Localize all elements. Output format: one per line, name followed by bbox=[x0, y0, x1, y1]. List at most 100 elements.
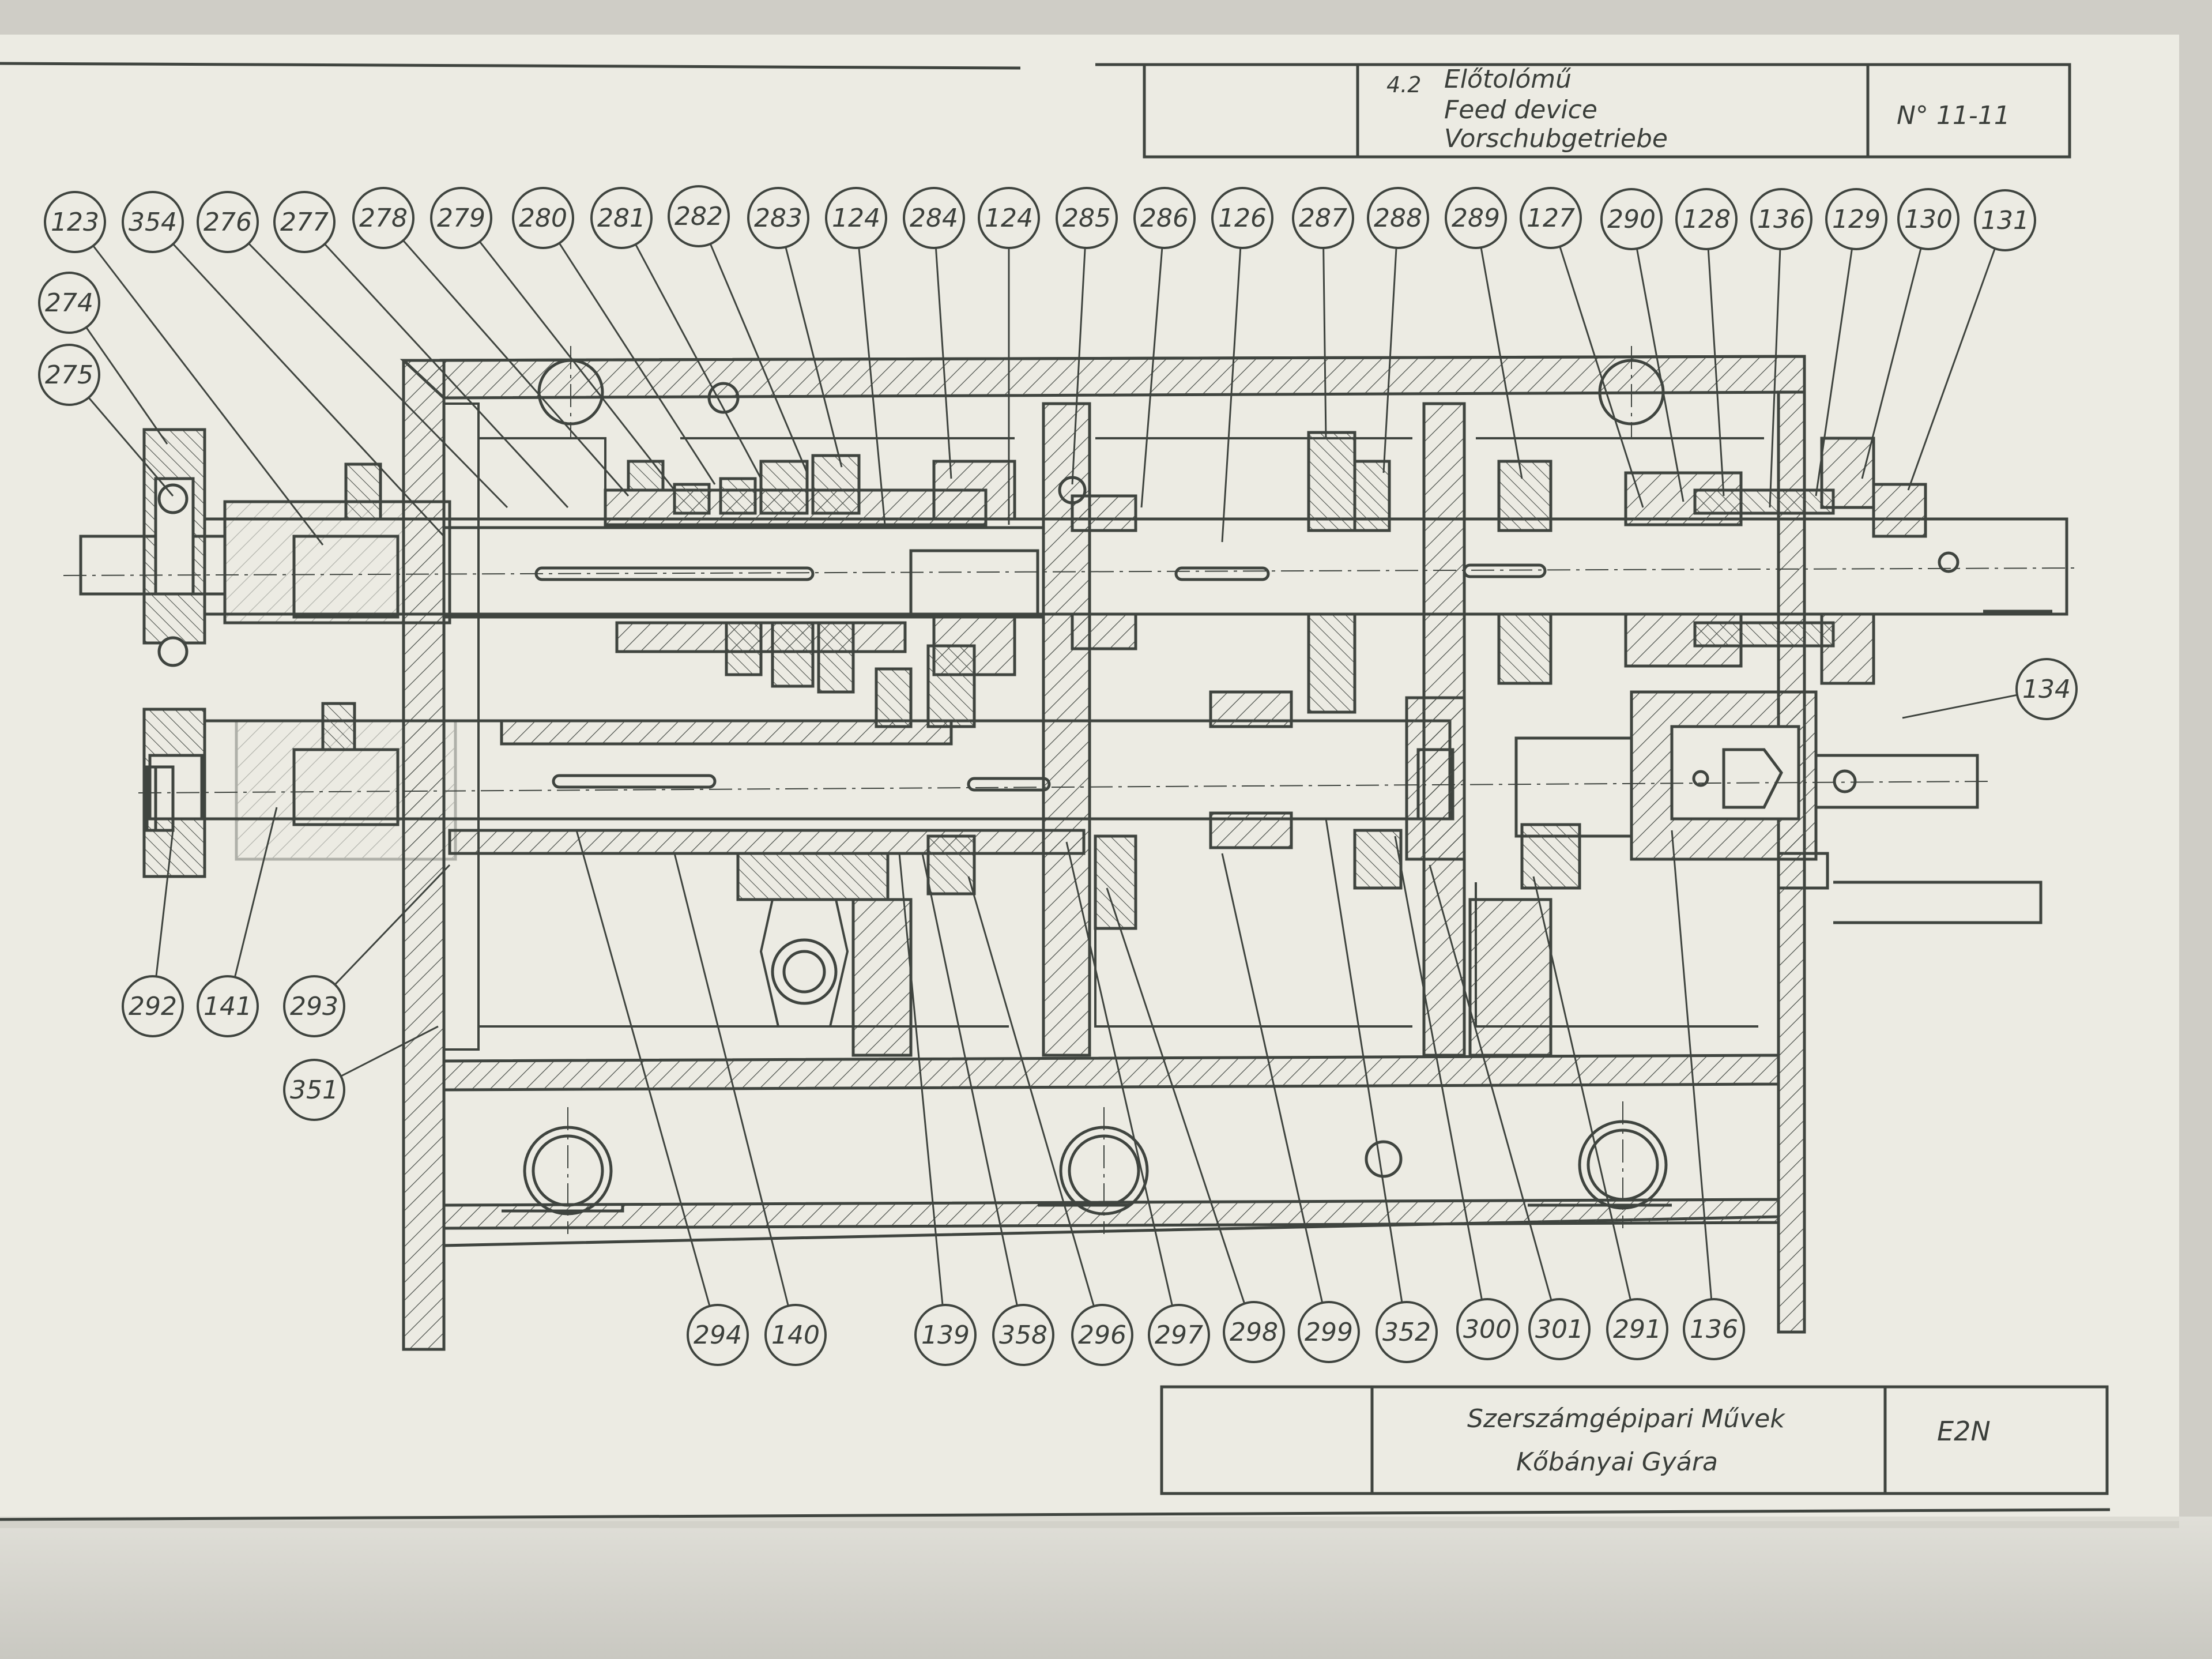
balloon-circle-292 bbox=[122, 975, 184, 1037]
balloon-circle-354 bbox=[122, 191, 184, 253]
balloon-label-124: 124 bbox=[832, 204, 880, 233]
balloon-label-283: 283 bbox=[754, 204, 802, 233]
balloon-leader-283 bbox=[785, 247, 843, 468]
balloon-leader-140 bbox=[673, 853, 789, 1306]
balloon-circle-289 bbox=[1445, 187, 1507, 249]
balloon-leader-297 bbox=[1065, 841, 1173, 1306]
balloon-label-139: 139 bbox=[921, 1321, 970, 1350]
balloon-label-127: 127 bbox=[1527, 204, 1575, 233]
balloon-label-126: 126 bbox=[1218, 204, 1267, 233]
balloon-leader-131 bbox=[1907, 248, 1996, 491]
title-hungarian: Előtolómű bbox=[1444, 65, 1572, 94]
balloon-circle-291 bbox=[1606, 1298, 1668, 1360]
balloon-label-290: 290 bbox=[1607, 205, 1656, 234]
balloon-circle-287 bbox=[1292, 187, 1354, 249]
balloon-label-124: 124 bbox=[985, 204, 1033, 233]
balloon-circle-274 bbox=[38, 272, 100, 334]
balloon-leader-285 bbox=[1071, 247, 1086, 485]
balloon-label-297: 297 bbox=[1155, 1321, 1203, 1350]
balloon-circle-282 bbox=[668, 185, 730, 247]
balloon-leader-291 bbox=[1532, 876, 1631, 1300]
title-block-footer bbox=[0, 1385, 2111, 1521]
balloon-circle-279 bbox=[430, 187, 492, 249]
balloon-leader-124 bbox=[858, 247, 886, 525]
balloon-label-301: 301 bbox=[1535, 1315, 1584, 1344]
balloon-label-298: 298 bbox=[1230, 1318, 1278, 1347]
balloon-leader-126 bbox=[1221, 247, 1242, 543]
title-block-header bbox=[0, 62, 2071, 159]
balloon-circle-276 bbox=[197, 191, 259, 253]
balloon-label-141: 141 bbox=[204, 992, 252, 1021]
balloon-leader-286 bbox=[1140, 247, 1163, 508]
balloon-circle-351 bbox=[283, 1059, 345, 1121]
balloon-circle-281 bbox=[590, 187, 653, 249]
company-name: Szerszámgépipari Művek bbox=[1467, 1404, 1785, 1434]
balloon-circle-296 bbox=[1071, 1304, 1133, 1366]
balloon-circle-130 bbox=[1897, 188, 1959, 250]
balloon-label-285: 285 bbox=[1062, 204, 1111, 233]
balloon-leader-288 bbox=[1382, 247, 1397, 473]
balloon-circle-141 bbox=[197, 975, 259, 1037]
balloon-circle-280 bbox=[512, 187, 574, 249]
balloon-leader-280 bbox=[558, 242, 716, 485]
balloon-circle-126 bbox=[1211, 187, 1273, 249]
balloon-label-300: 300 bbox=[1463, 1315, 1512, 1344]
sheet-number: N° 11-11 bbox=[1897, 101, 2010, 130]
balloon-leader-134 bbox=[1902, 694, 2018, 719]
balloon-label-294: 294 bbox=[694, 1321, 742, 1350]
center-lines bbox=[63, 346, 2076, 1234]
section-number: 4.2 bbox=[1386, 72, 1422, 97]
balloon-circle-286 bbox=[1133, 187, 1196, 249]
balloon-leader-136 bbox=[1671, 830, 1713, 1300]
balloon-label-274: 274 bbox=[45, 288, 93, 318]
balloon-leader-275 bbox=[88, 397, 174, 496]
balloon-leader-123 bbox=[92, 245, 324, 546]
balloon-leader-128 bbox=[1707, 249, 1725, 496]
balloon-label-286: 286 bbox=[1140, 204, 1189, 233]
end-gear bbox=[145, 765, 175, 832]
balloon-circle-283 bbox=[747, 187, 809, 249]
balloon-label-358: 358 bbox=[999, 1321, 1047, 1350]
balloon-label-289: 289 bbox=[1452, 204, 1500, 233]
balloon-leader-281 bbox=[635, 244, 762, 479]
balloon-leader-130 bbox=[1861, 248, 1922, 479]
lower-shaft bbox=[142, 644, 2043, 930]
balloon-circle-358 bbox=[992, 1304, 1054, 1366]
balloon-circle-124 bbox=[978, 187, 1040, 249]
balloon-label-275: 275 bbox=[45, 360, 93, 390]
balloon-label-128: 128 bbox=[1682, 205, 1731, 234]
balloon-label-299: 299 bbox=[1305, 1318, 1353, 1347]
balloon-label-354: 354 bbox=[129, 208, 177, 237]
balloon-circle-299 bbox=[1298, 1301, 1360, 1363]
balloon-leader-294 bbox=[575, 830, 711, 1307]
balloon-circle-300 bbox=[1456, 1298, 1518, 1360]
balloon-leader-277 bbox=[324, 243, 569, 509]
balloon-leader-299 bbox=[1221, 853, 1324, 1303]
balloon-leader-127 bbox=[1559, 246, 1644, 508]
balloon-label-281: 281 bbox=[597, 204, 646, 233]
balloon-circle-123 bbox=[44, 191, 106, 253]
balloon-circle-278 bbox=[352, 187, 414, 249]
balloon-circle-134 bbox=[2015, 658, 2078, 720]
balloon-leader-298 bbox=[1106, 887, 1246, 1304]
balloon-label-282: 282 bbox=[674, 202, 723, 231]
balloon-leader-296 bbox=[967, 876, 1095, 1307]
balloon-leader-289 bbox=[1480, 247, 1523, 479]
balloon-circle-285 bbox=[1056, 187, 1118, 249]
balloon-label-136: 136 bbox=[1757, 205, 1806, 234]
balloon-circle-127 bbox=[1520, 187, 1582, 249]
balloon-circle-290 bbox=[1600, 188, 1663, 250]
balloon-label-136: 136 bbox=[1690, 1315, 1738, 1344]
balloon-label-296: 296 bbox=[1078, 1321, 1126, 1350]
balloon-circle-284 bbox=[903, 187, 965, 249]
balloon-leader-287 bbox=[1322, 247, 1327, 439]
balloon-leader-293 bbox=[334, 864, 451, 985]
balloon-label-288: 288 bbox=[1374, 204, 1422, 233]
balloon-circle-136 bbox=[1683, 1298, 1745, 1360]
company-factory: Kőbányai Gyára bbox=[1516, 1447, 1718, 1477]
balloon-leader-354 bbox=[172, 243, 445, 537]
title-english: Feed device bbox=[1444, 95, 1597, 125]
balloon-circle-301 bbox=[1528, 1298, 1591, 1360]
